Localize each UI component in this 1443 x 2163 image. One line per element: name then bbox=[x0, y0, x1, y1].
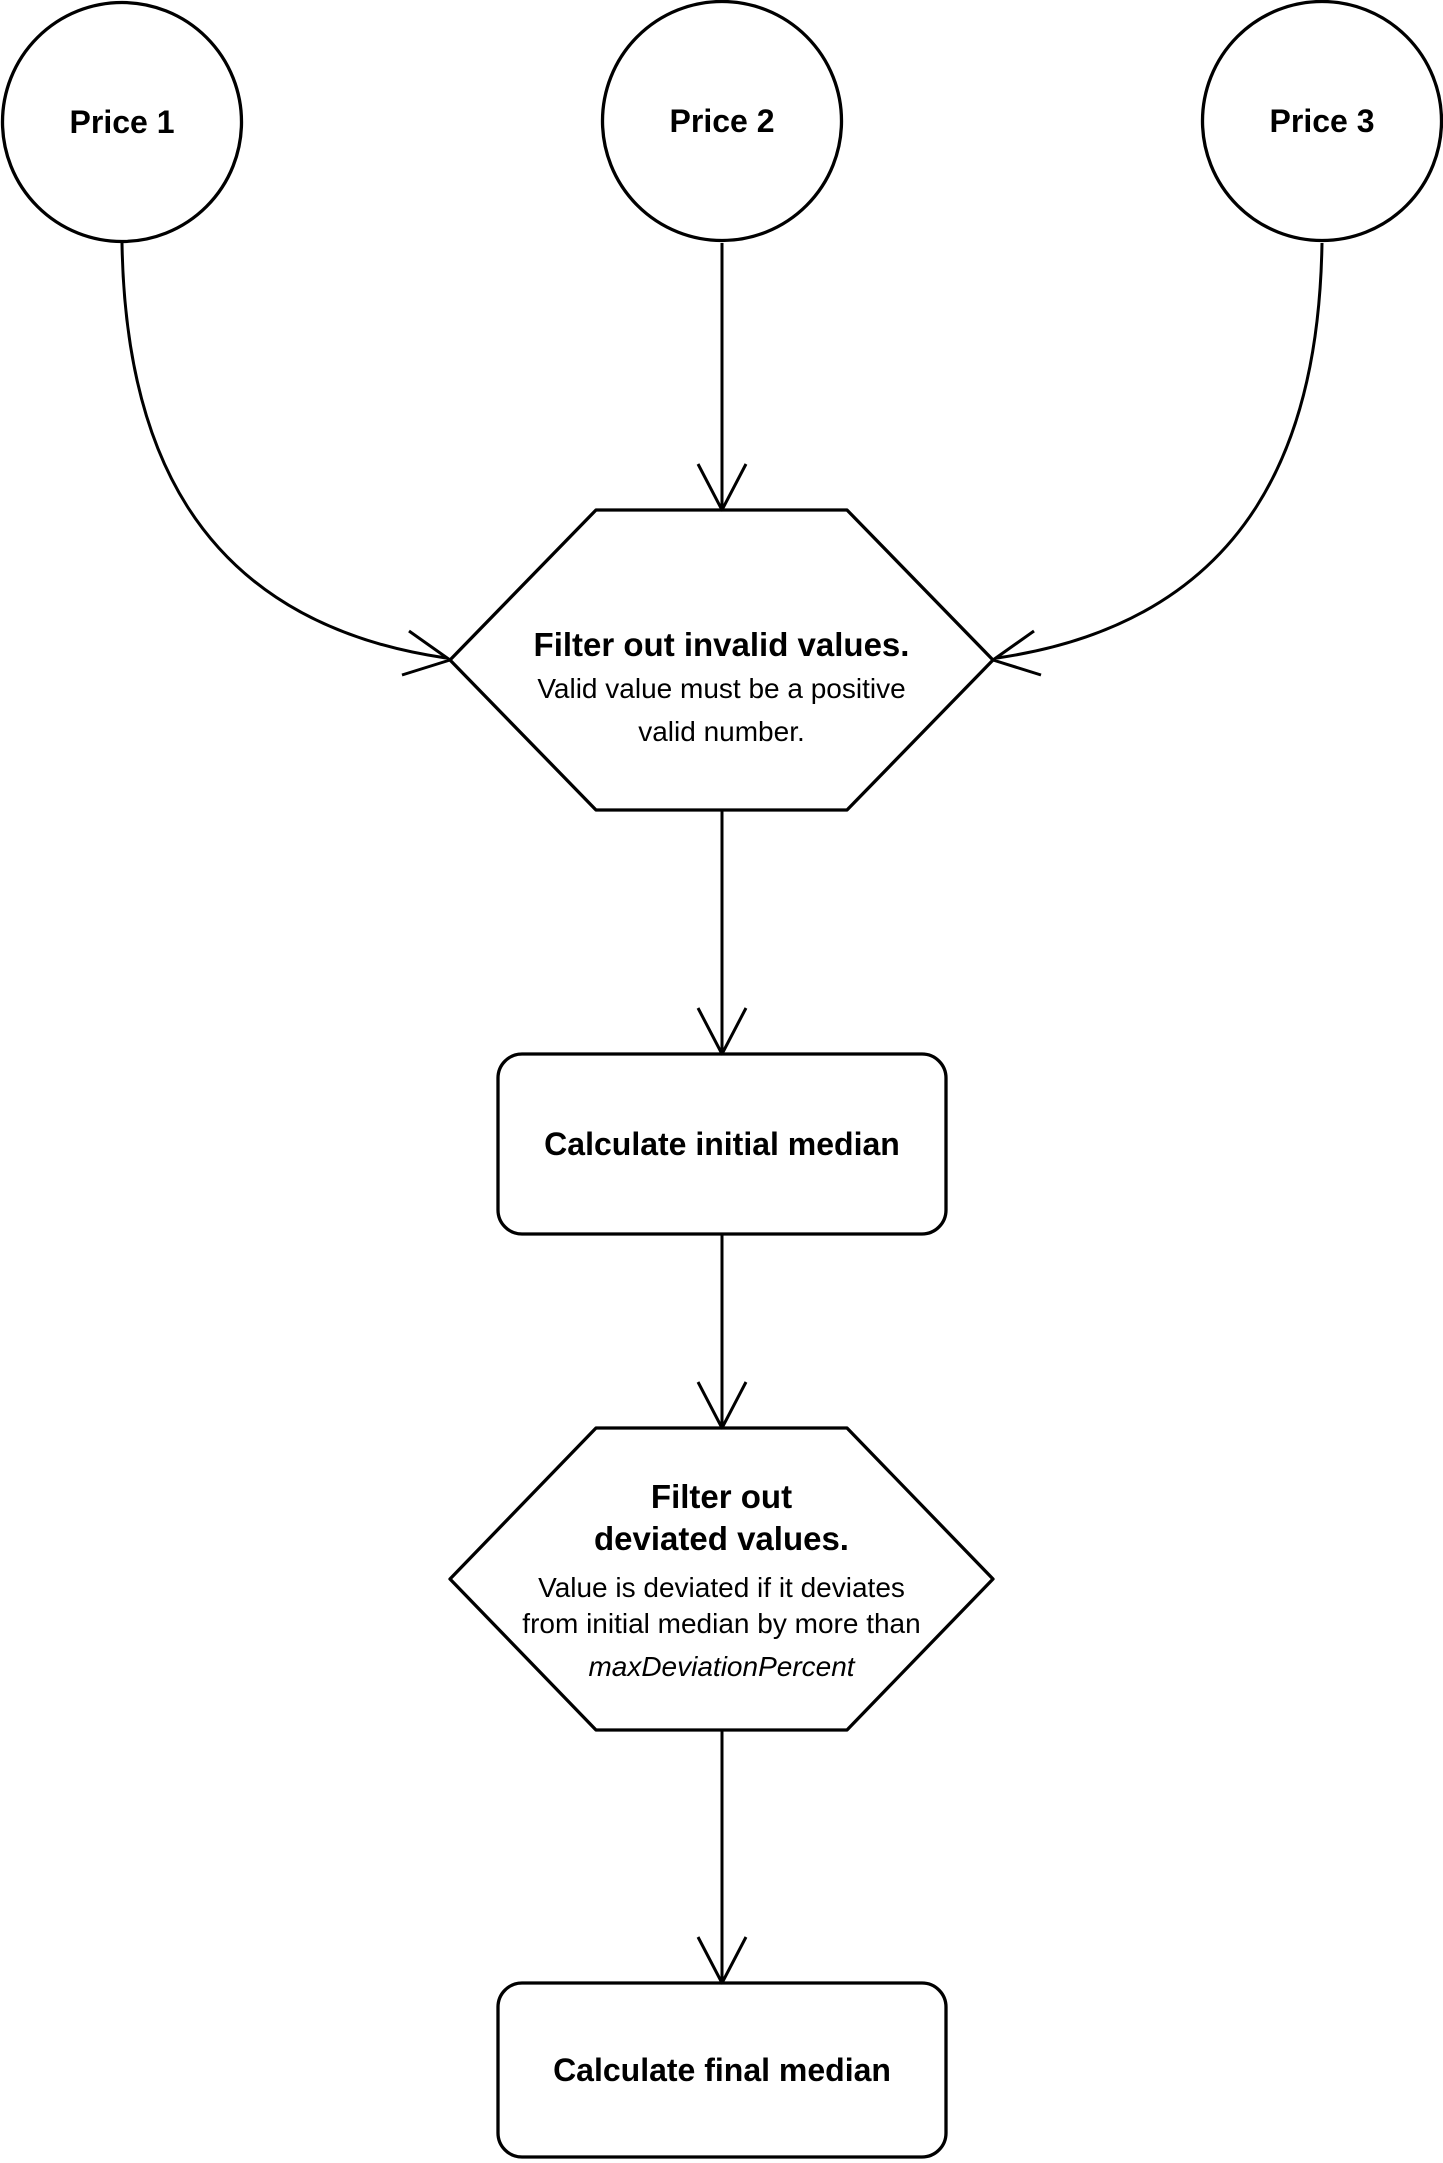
filter-deviated-desc-line-2: from initial median by more than bbox=[522, 1608, 921, 1639]
price-3-label: Price 3 bbox=[1269, 103, 1375, 139]
arrowhead-initial-median-to-filter-deviated bbox=[696, 1381, 748, 1430]
price-2-label: Price 2 bbox=[669, 103, 775, 139]
node-price-1-circle bbox=[0, 0, 244, 244]
filter-deviated-desc-line-1: Value is deviated if it deviates bbox=[538, 1572, 905, 1603]
node-price-3-circle bbox=[1200, 0, 1443, 243]
filter-deviated-title-line-2: deviated values. bbox=[594, 1520, 849, 1557]
filter-deviated-title-line-1: Filter out bbox=[650, 1478, 793, 1515]
edge-price3-to-filter-invalid bbox=[996, 242, 1324, 660]
initial-median-label: Calculate initial median bbox=[544, 1126, 900, 1162]
filter-invalid-desc-line-1: Valid value must be a positive bbox=[537, 673, 906, 704]
edge-price1-to-filter-invalid bbox=[120, 242, 447, 660]
filter-invalid-desc-line-2: valid number. bbox=[638, 716, 805, 747]
filter-deviated-desc-italic: maxDeviationPercent bbox=[588, 1651, 855, 1682]
final-median-label: Calculate final median bbox=[553, 2052, 891, 2088]
arrowhead-price1-to-filter-invalid bbox=[401, 629, 452, 677]
arrowhead-filter-invalid-to-initial-median bbox=[696, 1007, 748, 1056]
arrowhead-filter-deviated-to-final-median bbox=[696, 1936, 748, 1985]
node-filter-deviated-hexagon bbox=[448, 1426, 995, 1732]
arrowhead-price3-to-filter-invalid bbox=[991, 629, 1042, 677]
price-1-label: Price 1 bbox=[69, 104, 175, 140]
arrowhead-price2-to-filter-invalid bbox=[696, 463, 748, 512]
node-price-2-circle bbox=[600, 0, 844, 243]
filter-invalid-title: Filter out invalid values. bbox=[533, 626, 910, 663]
